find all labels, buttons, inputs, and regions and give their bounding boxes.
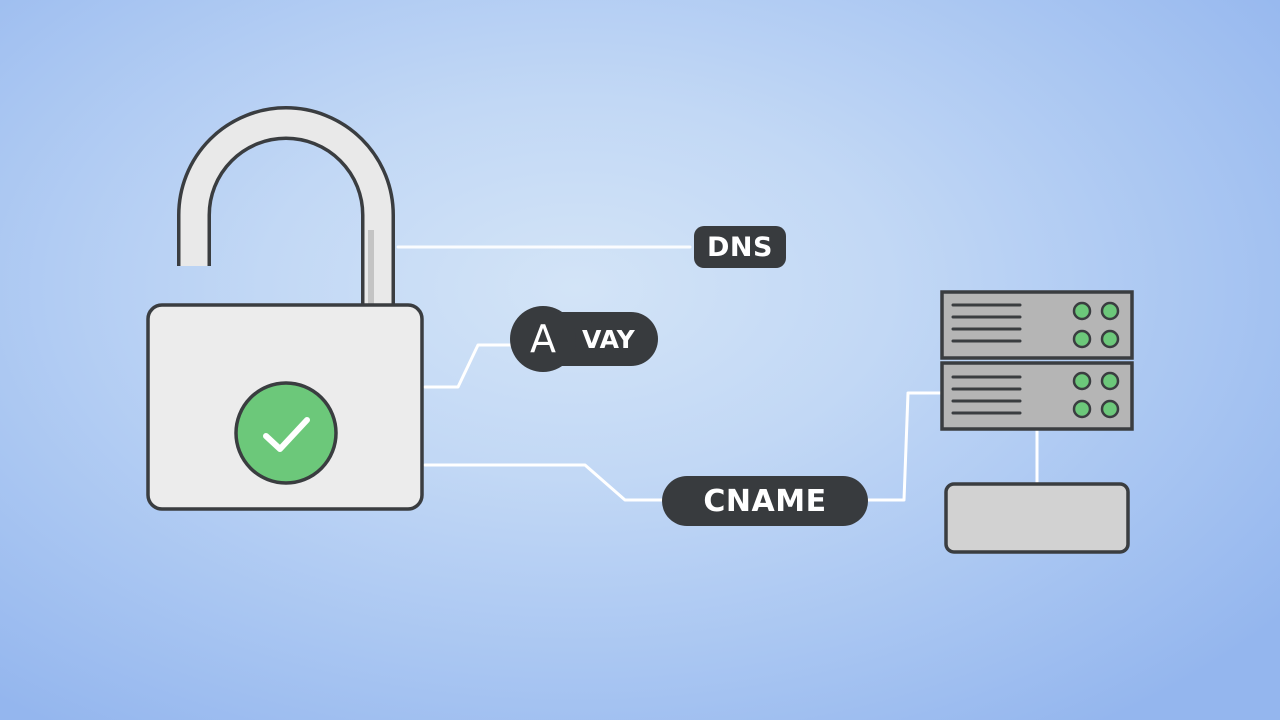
lock-to-cname-line: [423, 463, 666, 502]
a-record-text: VAY: [582, 324, 635, 354]
cname-to-server-line: [864, 391, 946, 502]
a-record-label: A VAY: [510, 306, 658, 372]
lock-to-a-line: [423, 343, 518, 389]
cname-label-text: CNAME: [703, 483, 827, 519]
connector-lines: [396, 245, 1039, 502]
server-unit-top: [940, 290, 1134, 360]
dns-label: DNS: [694, 226, 786, 268]
cname-label: CNAME: [662, 476, 868, 526]
padlock-icon: [146, 106, 424, 511]
server-unit-bottom: [940, 361, 1134, 431]
a-record-letter: A: [510, 306, 576, 372]
dns-label-text: DNS: [707, 231, 773, 263]
lock-shackle-fill: [180, 109, 392, 306]
server-rack-icon: [940, 290, 1134, 431]
checkmark-icon: [234, 381, 338, 485]
device-box-icon: [944, 482, 1130, 554]
